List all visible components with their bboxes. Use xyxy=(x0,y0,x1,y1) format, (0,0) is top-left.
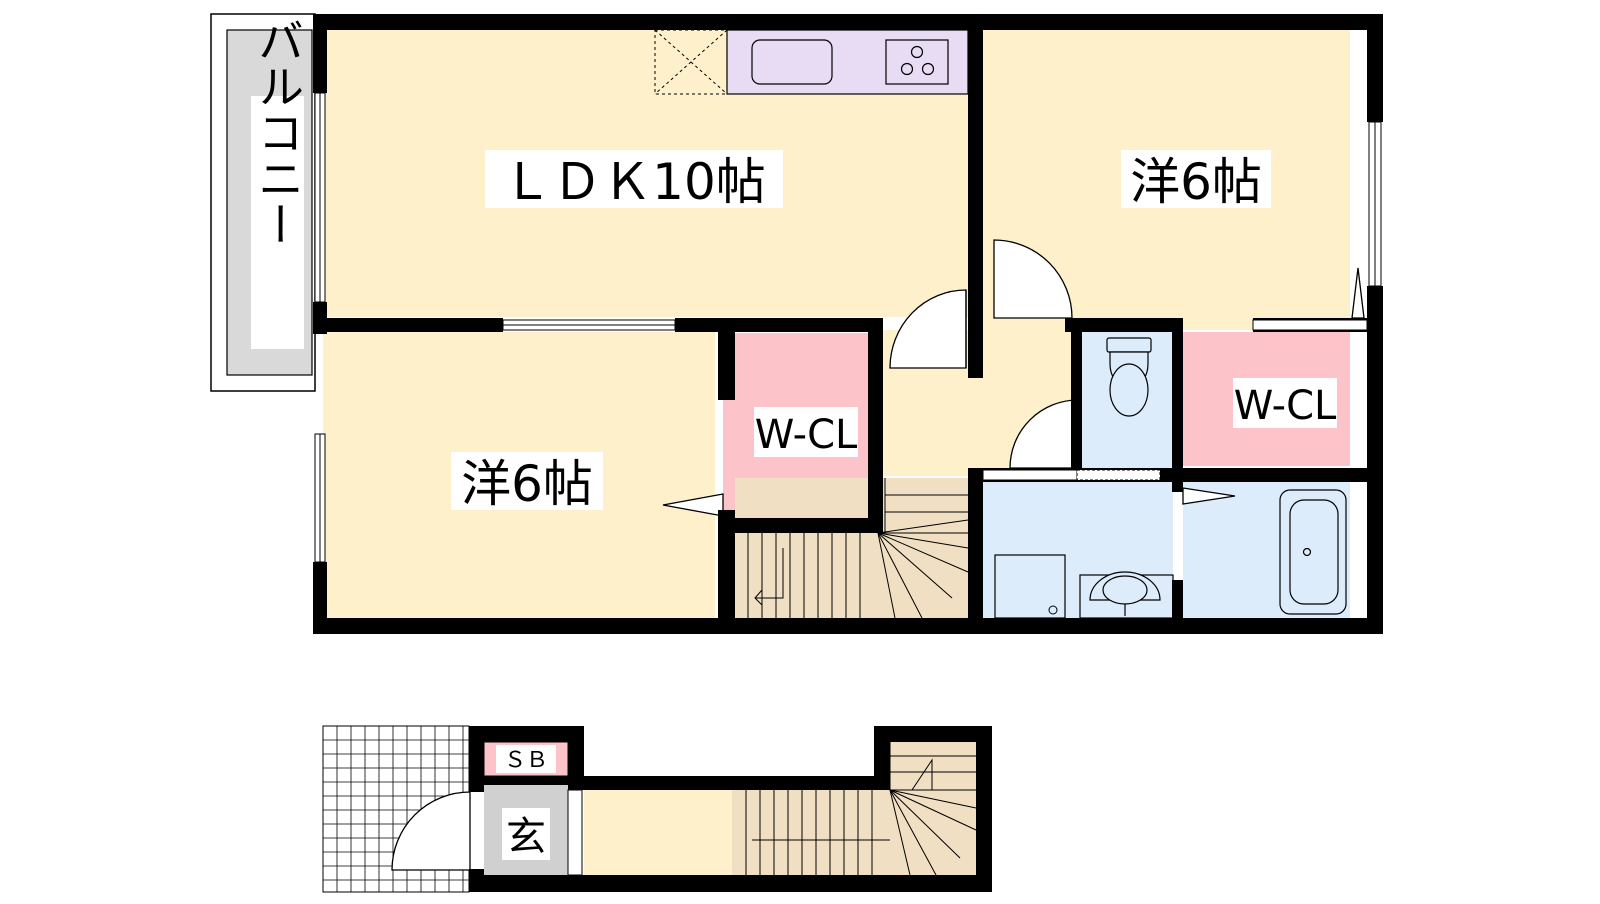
entrance-porch xyxy=(322,725,471,893)
closet-west-label-group: W-CL xyxy=(754,407,858,458)
closet-east-label: W-CL xyxy=(1234,383,1337,429)
bedroom-west-label: 洋6帖 xyxy=(461,455,593,513)
bedroom-west-label-group: 洋6帖 xyxy=(451,452,603,513)
kitchen-sink-icon xyxy=(751,39,833,85)
washbasin-icon xyxy=(1079,571,1174,619)
washing-machine-icon xyxy=(994,554,1066,619)
balcony-label: バルコニー xyxy=(251,17,305,247)
closet-east-label-group: W-CL xyxy=(1233,378,1337,429)
walls-upper xyxy=(313,14,1383,634)
ldk-label-group: ＬＤＫ10帖 xyxy=(485,150,783,211)
entrance-label-group: 玄 xyxy=(502,808,550,860)
balcony-label-group: バルコニー xyxy=(251,17,305,349)
bedroom-east-label-group: 洋6帖 xyxy=(1121,150,1271,211)
shoe-box-label: ＳＢ xyxy=(504,748,548,773)
door-swing-icon xyxy=(662,239,1365,517)
toilet-icon xyxy=(1106,337,1152,417)
walls-lower xyxy=(469,726,992,892)
closet-west-label: W-CL xyxy=(755,412,858,458)
bedroom-east-label: 洋6帖 xyxy=(1130,153,1262,211)
entrance-label: 玄 xyxy=(506,814,546,860)
shoe-box-label-group: ＳＢ xyxy=(496,745,556,773)
bathtub-icon xyxy=(1279,489,1347,615)
stairs-upper xyxy=(735,478,969,619)
stove-icon xyxy=(885,39,949,85)
stairs-lower xyxy=(732,742,977,876)
lower-hall-floor xyxy=(584,790,732,875)
ldk-label: ＬＤＫ10帖 xyxy=(502,153,766,211)
genkan-step xyxy=(567,789,583,876)
windows-upper xyxy=(314,92,1382,563)
kitchen-counter xyxy=(654,29,969,95)
